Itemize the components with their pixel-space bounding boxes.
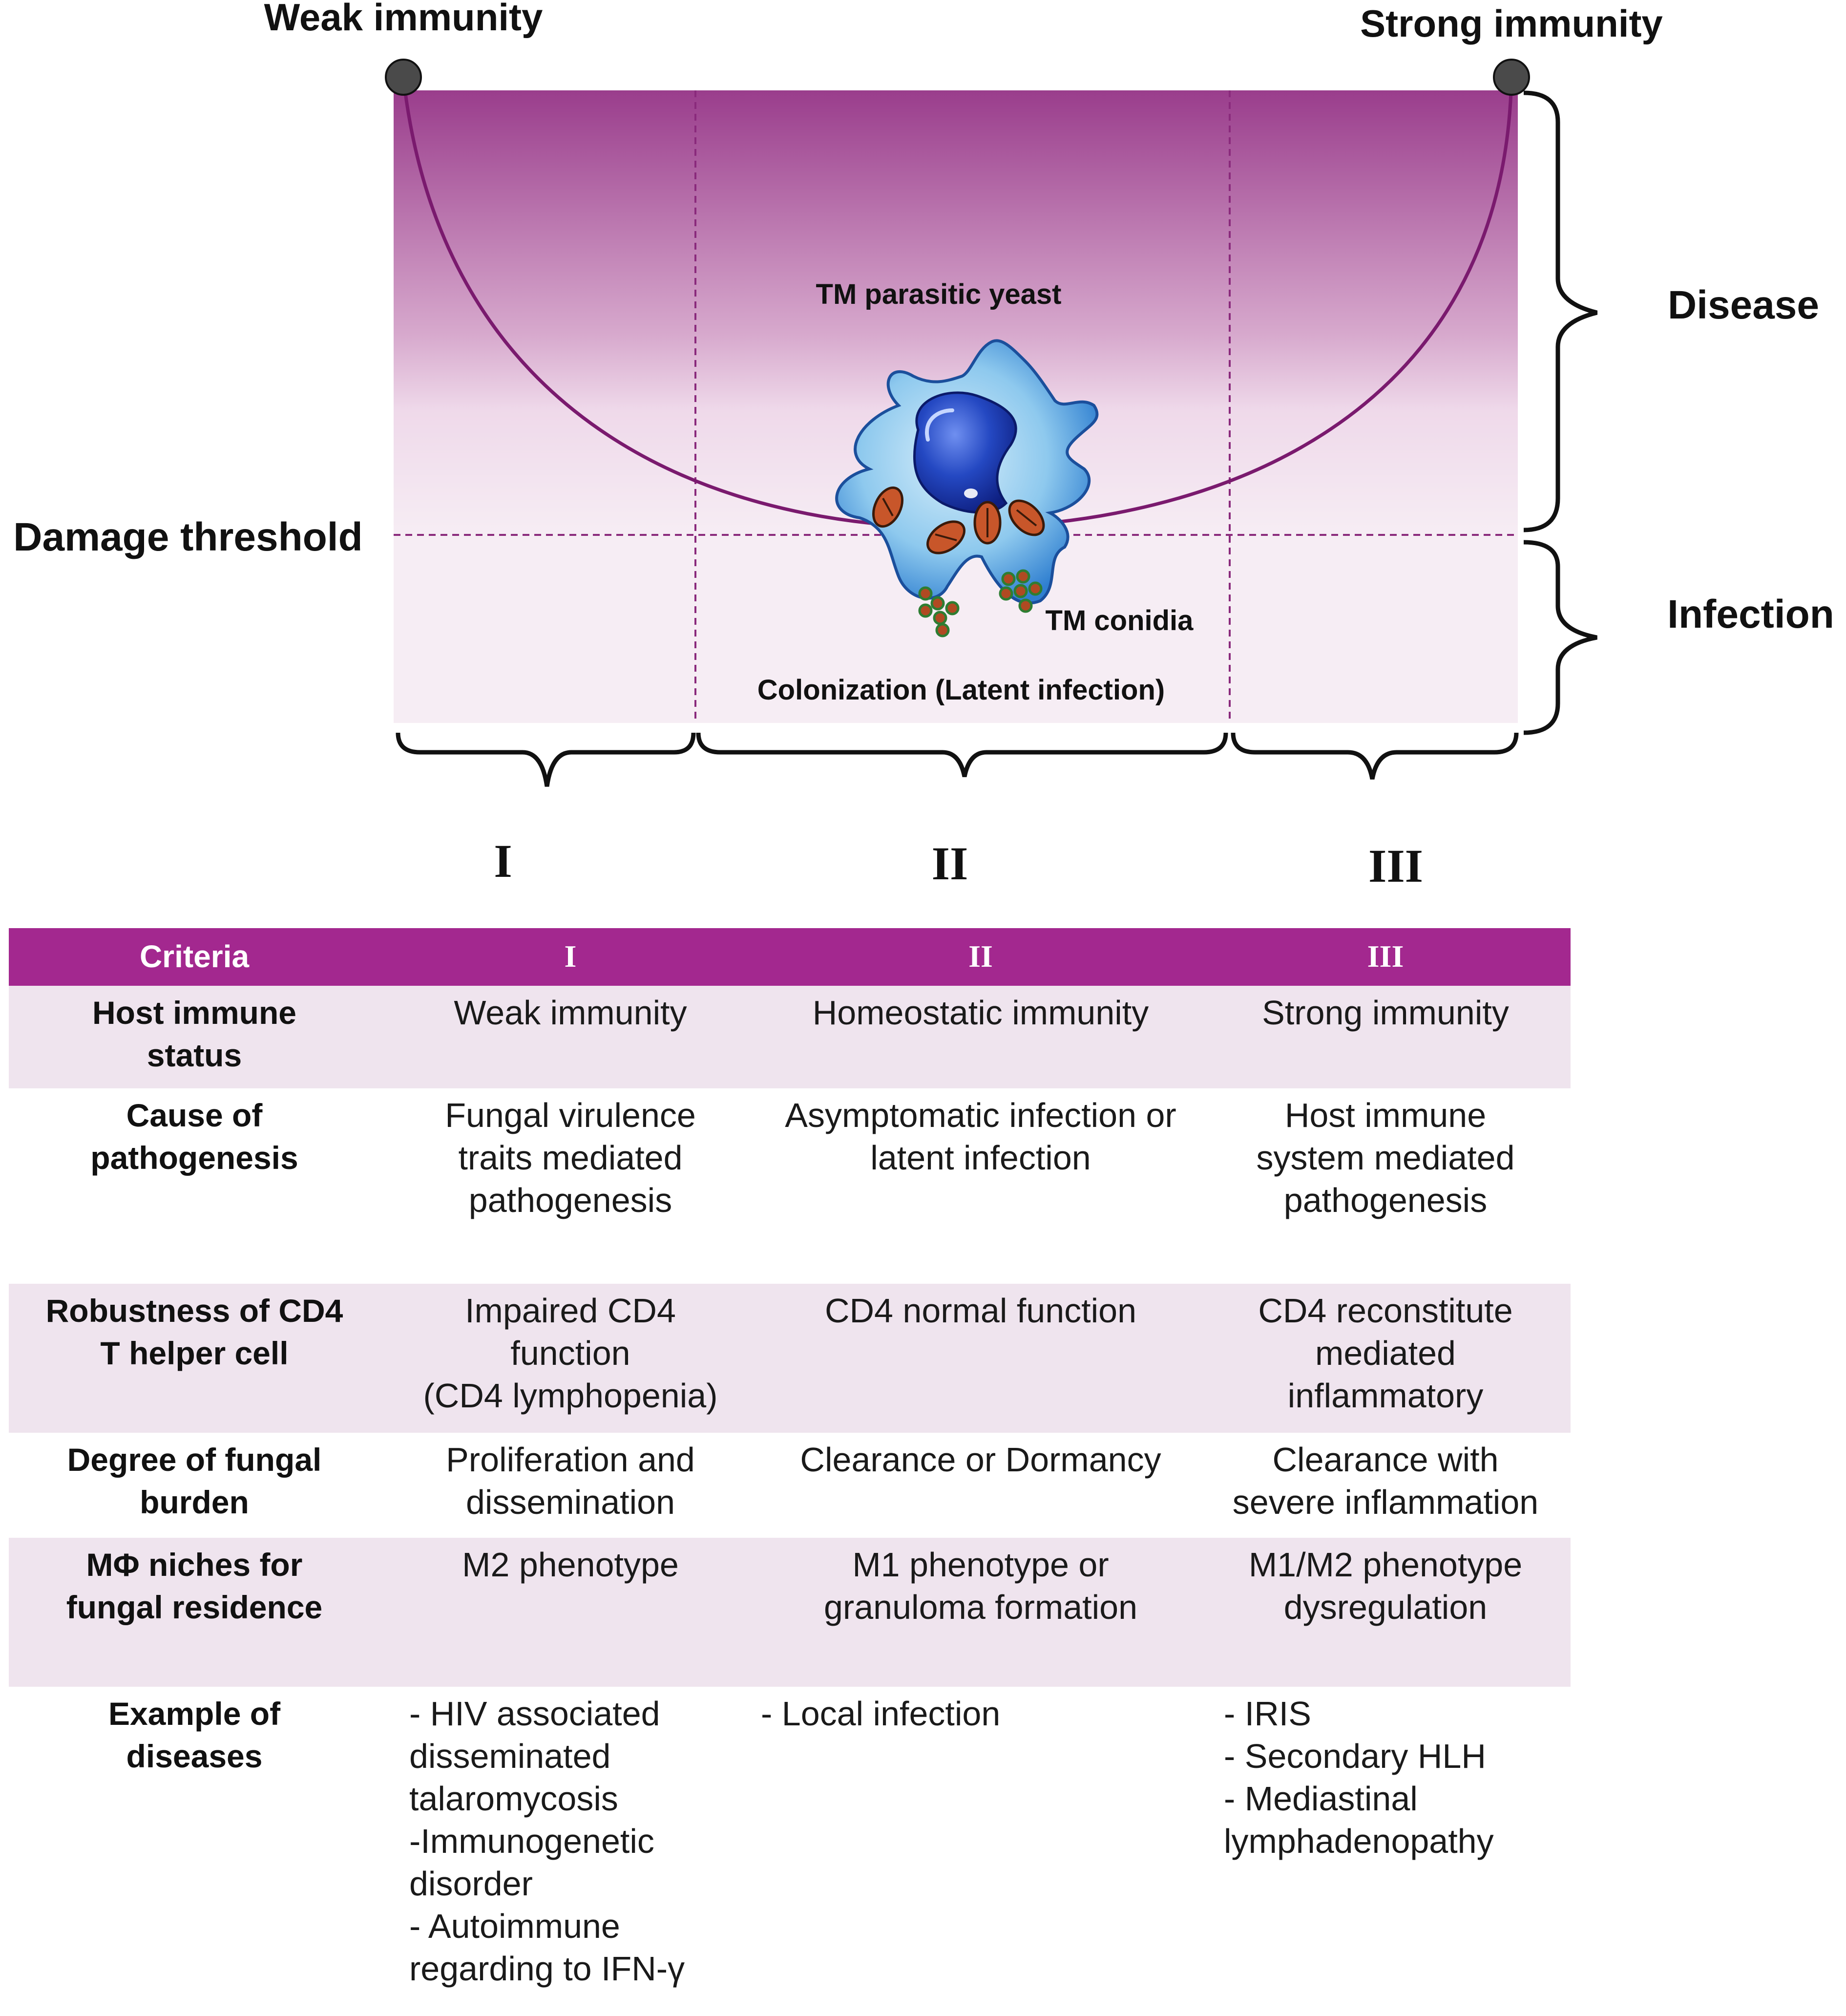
macrophage-cell-illustration: [835, 339, 1099, 605]
criterion-cell: Host immune status: [92, 995, 297, 1073]
table-row: Host immune status Weak immunity Homeost…: [9, 986, 1571, 1088]
value-cell-ii: Homeostatic immunity: [812, 994, 1149, 1032]
value-cell-ii: CD4 normal function: [824, 1292, 1137, 1330]
header-criteria: Criteria: [139, 939, 250, 974]
value-cell-i: M2 phenotype: [462, 1546, 679, 1584]
disease-label: Disease: [1668, 283, 1819, 327]
conidia-cluster-right: [999, 569, 1043, 613]
value-cell-i: Proliferation and dissemination: [446, 1441, 695, 1521]
table-row: MΦ niches for fungal residence M2 phenot…: [9, 1538, 1571, 1687]
weak-immunity-label: Weak immunity: [264, 0, 543, 39]
value-cell-ii: - Local infection: [761, 1695, 1001, 1733]
zone-iii-brace: [1231, 732, 1519, 780]
table-row: Example of diseases - HIV associated dis…: [9, 1687, 1571, 2004]
criterion-cell: Robustness of CD4 T helper cell: [45, 1293, 343, 1371]
value-cell-iii: Strong immunity: [1262, 994, 1509, 1032]
weak-immunity-dot: [385, 59, 422, 96]
criterion-cell: MΦ niches for fungal residence: [66, 1547, 323, 1625]
value-cell-i: Fungal virulence traits mediated pathoge…: [445, 1096, 696, 1219]
disease-brace: [1523, 90, 1598, 532]
value-cell-iii: - IRIS - Secondary HLH - Mediastinal lym…: [1224, 1695, 1494, 1860]
criterion-cell: Example of diseases: [108, 1696, 281, 1774]
value-cell-iii: Host immune system mediated pathogenesis: [1256, 1096, 1515, 1219]
value-cell-i: Weak immunity: [454, 994, 687, 1032]
value-cell-iii: CD4 reconstitute mediated inflammatory: [1258, 1292, 1513, 1415]
colonization-label: Colonization (Latent infection): [757, 674, 1165, 706]
table-row: Degree of fungal burden Proliferation an…: [9, 1433, 1571, 1538]
immunity-damage-diagram: Weak immunity Strong immunity Disease In…: [13, 0, 1834, 892]
damage-threshold-label: Damage threshold: [13, 515, 362, 559]
criterion-cell: Cause of pathogenesis: [90, 1097, 298, 1176]
header-iii: III: [1367, 939, 1404, 974]
table-row: Robustness of CD4 T helper cell Impaired…: [9, 1284, 1571, 1433]
zone-i-brace: [396, 732, 696, 787]
value-cell-ii: M1 phenotype or granuloma formation: [824, 1546, 1137, 1626]
value-cell-iii: M1/M2 phenotype dysregulation: [1248, 1546, 1523, 1626]
value-cell-ii: Asymptomatic infection or latent infecti…: [785, 1096, 1176, 1177]
value-cell-i: - HIV associated disseminated talaromyco…: [409, 1695, 685, 1988]
strong-immunity-dot: [1493, 59, 1530, 96]
table-row: Cause of pathogenesis Fungal virulence t…: [9, 1088, 1571, 1284]
table-header-row: Criteria I II III: [9, 928, 1571, 986]
criterion-cell: Degree of fungal burden: [67, 1442, 322, 1520]
zone-label-iii: III: [1368, 840, 1423, 892]
conidia-label: TM conidia: [1046, 605, 1194, 637]
yeast-label: TM parasitic yeast: [816, 278, 1062, 310]
strong-immunity-label: Strong immunity: [1360, 2, 1663, 45]
infection-brace: [1523, 540, 1597, 735]
zone-ii-brace: [696, 732, 1228, 777]
conidia-cluster-left: [918, 586, 960, 637]
value-cell-ii: Clearance or Dormancy: [800, 1441, 1161, 1479]
header-ii: II: [968, 939, 993, 974]
value-cell-iii: Clearance with severe inflammation: [1232, 1441, 1539, 1521]
zone-label-i: I: [494, 835, 512, 887]
value-cell-i: Impaired CD4 function (CD4 lymphopenia): [423, 1292, 718, 1415]
zone-label-ii: II: [932, 837, 968, 890]
header-i: I: [564, 939, 577, 974]
infection-label: Infection: [1667, 592, 1834, 637]
